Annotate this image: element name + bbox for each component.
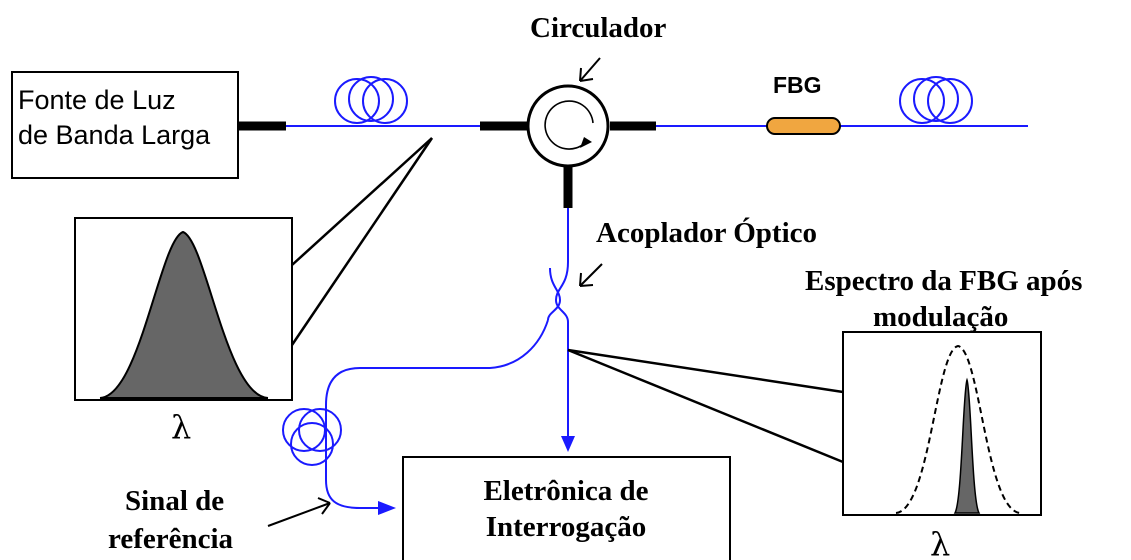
circulator-pointer-arrow-icon: [579, 57, 601, 82]
arrowhead-reference-icon: [378, 501, 396, 515]
fbg-spectrum-title-line2: modulação: [873, 301, 1008, 333]
fiber-reference-branch: [325, 319, 549, 509]
source-spectrum-callout: [290, 137, 434, 346]
source-spectrum-lambda: λ: [171, 408, 191, 446]
reference-label-line2: referência: [108, 523, 234, 555]
light-source-label-line1: Fonte de Luz: [18, 85, 176, 115]
fbg-spectrum-title-line1: Espectro da FBG após: [805, 265, 1082, 297]
electronics-label-line1: Eletrônica de: [483, 475, 648, 507]
fiber-coil-icon: [282, 408, 342, 466]
fbg-spectrum-envelope: [895, 344, 1021, 514]
fbg-spectrum-lambda: λ: [930, 525, 950, 560]
electronics-label-line2: Interrogação: [486, 511, 647, 543]
fiber-coil-icon: [899, 76, 973, 124]
fbg-spectrum-peak: [953, 377, 981, 514]
fbg-element: [766, 117, 841, 135]
reference-label-line1: Sinal de: [125, 485, 224, 517]
coupler-label: Acoplador Óptico: [596, 216, 817, 249]
fiber-coil-icon: [334, 76, 408, 124]
fiber-circulator-to-coupler: [554, 208, 569, 323]
circulator: [526, 84, 610, 168]
light-source-label-line2: de Banda Larga: [18, 120, 211, 150]
fbg-label: FBG: [773, 72, 822, 98]
reference-pointer-arrow-icon: [267, 497, 331, 527]
fbg-spectrum-box: [842, 331, 1042, 516]
electronics-box: [402, 456, 731, 560]
rotation-arrow-icon: [544, 100, 594, 150]
fbg-spectrum-callout: [567, 348, 844, 464]
source-spectrum-peak: [99, 230, 269, 399]
arrowhead-to-electronics-icon: [561, 436, 575, 452]
fiber-coupler-second-strand: [547, 267, 562, 321]
light-source-box: [11, 71, 239, 179]
coupler-pointer-arrow-icon: [579, 263, 603, 287]
circulator-label: Circulador: [530, 12, 667, 44]
